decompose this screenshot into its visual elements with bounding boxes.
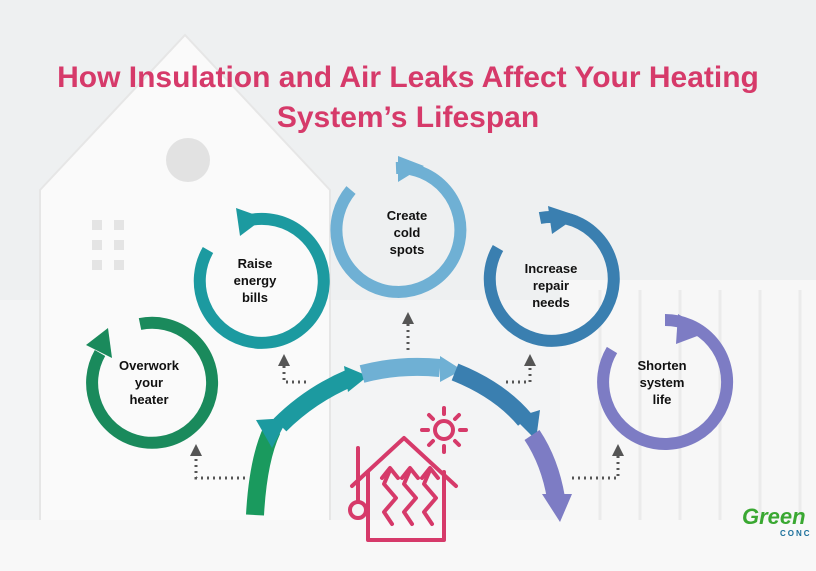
step-label-line: cold	[393, 225, 421, 240]
step-label-repair-needs: Increase repair needs	[496, 260, 606, 311]
arc-segment-5	[524, 430, 565, 500]
step-label-line: Shorten	[637, 358, 687, 373]
arc-segment-3	[359, 357, 441, 383]
connector-overwork	[190, 444, 245, 480]
step-label-line: bills	[241, 290, 268, 305]
step-label-line: heater	[129, 392, 169, 407]
step-label-line: needs	[532, 295, 570, 310]
arc-head-2	[344, 366, 368, 392]
step-label-line: Raise	[237, 256, 273, 271]
step-label-cold-spots: Create cold spots	[352, 207, 462, 258]
cycle-ring-raise-bills	[193, 208, 330, 349]
step-label-line: Create	[386, 208, 428, 223]
arc-head-3	[440, 356, 462, 382]
title-line-1: How Insulation and Air Leaks Affect Your…	[57, 61, 759, 94]
cycle-ring-shorten-life	[597, 314, 734, 450]
connector-repair-needs	[506, 354, 536, 384]
step-label-shorten-life: Shorten system life	[607, 357, 717, 408]
progress-arc	[246, 356, 572, 522]
step-label-raise-bills: Raise energy bills	[200, 255, 310, 306]
house-heating-thermometer-sun-icon	[348, 406, 468, 542]
step-label-line: repair	[532, 278, 570, 293]
arc-segment-2	[273, 369, 354, 432]
step-label-line: Increase	[524, 261, 578, 276]
title-line-2: System’s Lifespan	[276, 101, 540, 134]
step-label-line: spots	[389, 242, 425, 257]
step-label-line: Overwork	[119, 358, 179, 373]
step-label-line: energy	[233, 273, 277, 288]
step-label-line: life	[652, 392, 672, 407]
step-label-line: system	[639, 375, 685, 390]
logo-main-text: Green	[742, 504, 806, 529]
step-label-line: your	[134, 375, 164, 390]
arc-head-1	[256, 418, 288, 448]
step-label-overwork: Overwork your heater	[94, 357, 204, 408]
dotted-connectors	[190, 312, 624, 480]
arc-segment-4	[451, 363, 532, 426]
cycle-ring-cold-spots	[330, 156, 467, 298]
arc-head-4	[514, 410, 540, 440]
page-title: How Insulation and Air Leaks Affect Your…	[0, 58, 816, 138]
cycle-ring-repair-needs	[483, 206, 620, 347]
cycle-ring-overwork	[86, 316, 219, 449]
connector-raise-bills	[278, 354, 306, 384]
brand-logo: Green CONC	[742, 504, 816, 539]
arc-head-5	[542, 494, 572, 522]
connector-shorten-life	[572, 444, 624, 480]
logo-sub-text: CONC	[780, 529, 812, 538]
